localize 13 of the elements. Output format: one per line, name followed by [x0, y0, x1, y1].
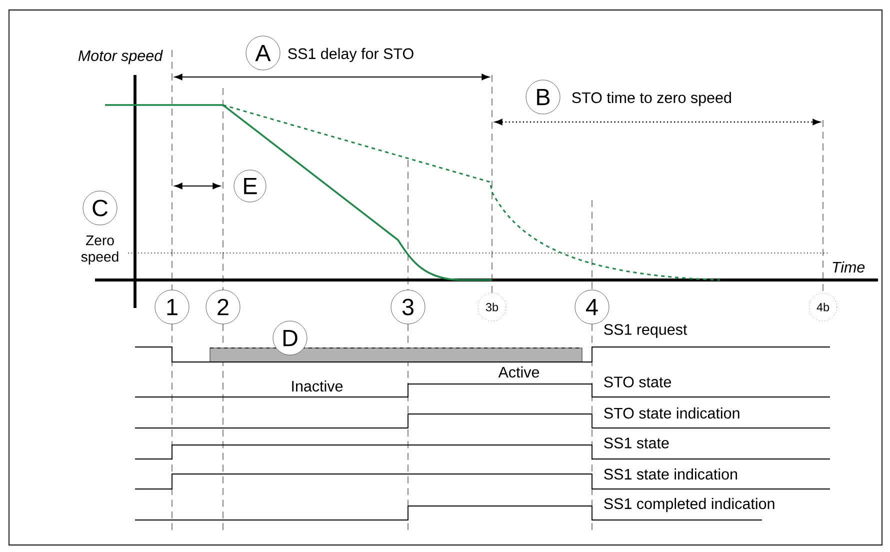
axis-label: Motor speed [78, 50, 163, 64]
signal-label: STO state [604, 376, 671, 388]
axis-label: Time [832, 261, 865, 273]
signal-label: SS1 state [604, 438, 669, 448]
state-label: Inactive [292, 380, 343, 392]
signal-label: STO state indication [604, 407, 740, 419]
marker-caption: STO time to zero speed [572, 92, 731, 106]
signal-label: SS1 request [604, 324, 688, 338]
signal-label: SS1 state indication [604, 468, 738, 480]
marker-caption: SS1 delay for STO [288, 48, 414, 62]
signal-label: SS1 completed indication [604, 498, 774, 512]
state-label: Active [498, 366, 540, 378]
marker-caption: Zero speed [81, 236, 118, 264]
